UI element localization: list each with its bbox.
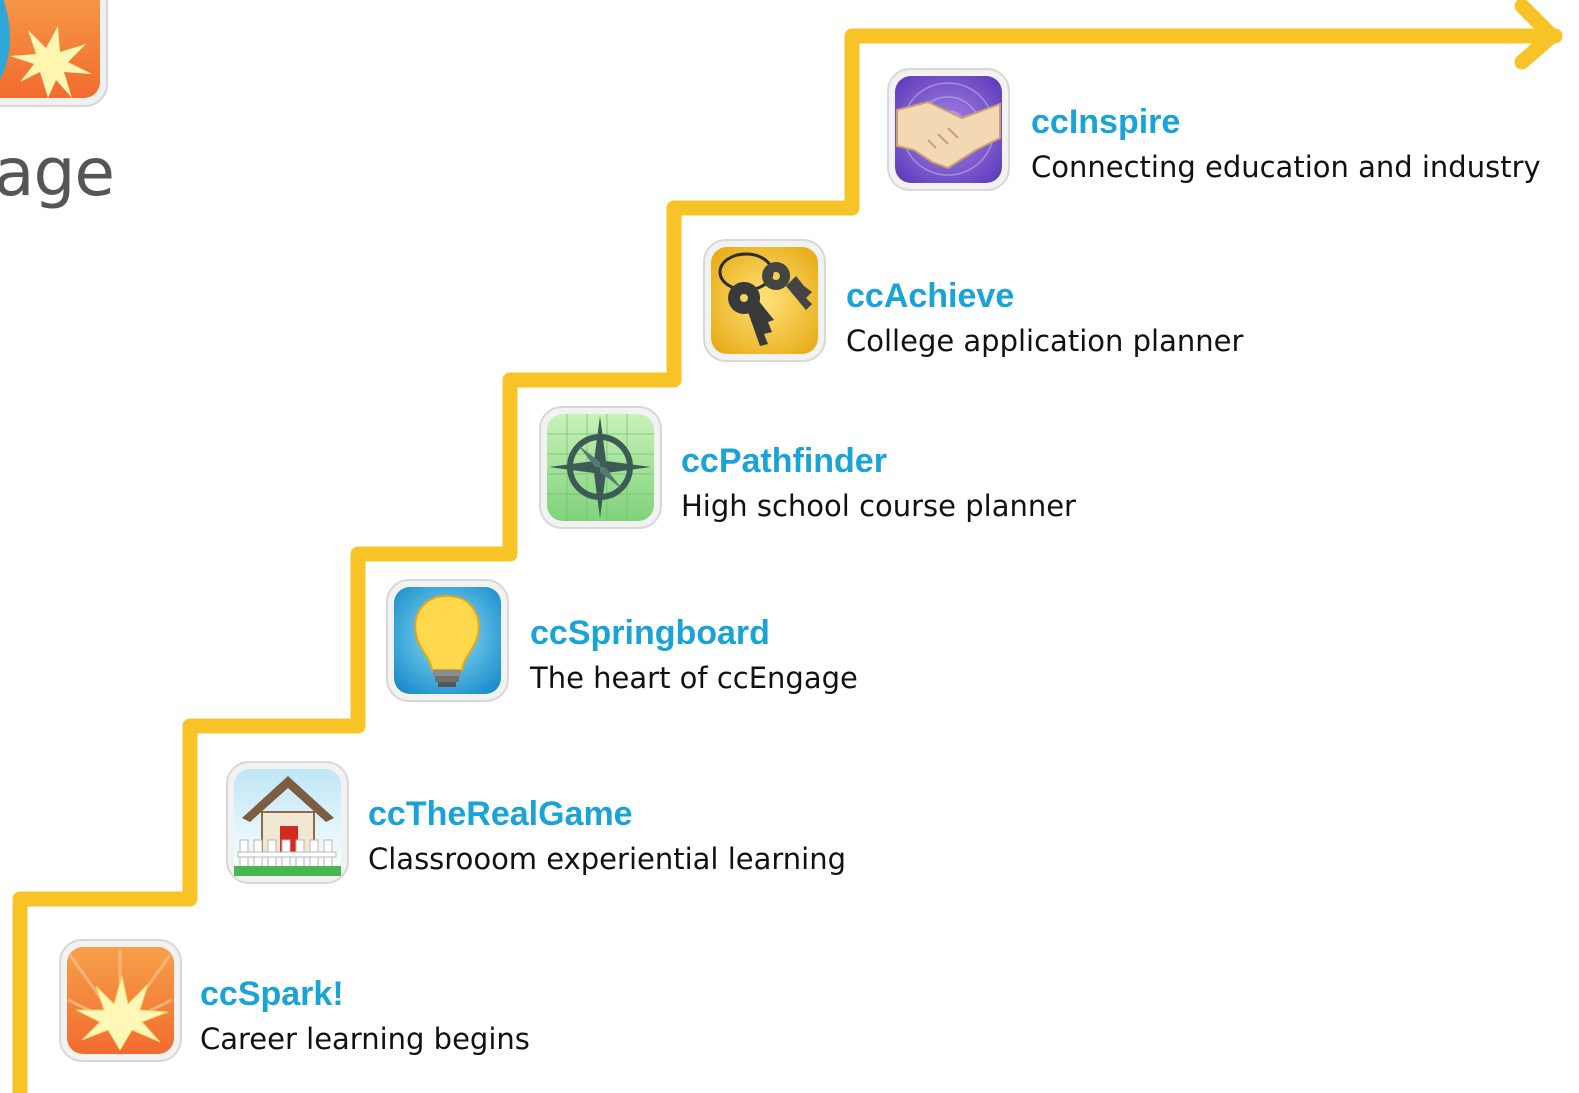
compass-icon xyxy=(539,406,662,529)
app-desc-ccthe-real-game: Classrooom experiential learning xyxy=(368,842,847,876)
app-name-ccspark: ccSpark! xyxy=(200,975,344,1013)
handshake-icon xyxy=(887,68,1010,191)
page-title-fragment: age xyxy=(0,134,115,211)
app-name-ccthe-real-game: ccTheRealGame xyxy=(368,795,633,833)
lightbulb-icon xyxy=(386,579,509,702)
house-icon xyxy=(226,761,349,884)
keys-icon xyxy=(703,239,826,362)
app-desc-ccpathfinder: High school course planner xyxy=(681,489,1076,523)
app-name-ccinspire: ccInspire xyxy=(1031,103,1181,141)
app-name-ccpathfinder: ccPathfinder xyxy=(681,442,887,480)
app-desc-ccspark: Career learning begins xyxy=(200,1022,530,1056)
arrow-head-icon xyxy=(1514,0,1560,70)
app-desc-ccachieve: College application planner xyxy=(846,324,1244,358)
spark-icon xyxy=(59,939,182,1062)
app-name-ccachieve: ccAchieve xyxy=(846,277,1015,315)
app-name-ccspringboard: ccSpringboard xyxy=(530,614,770,652)
app-desc-ccinspire: Connecting education and industry xyxy=(1031,150,1541,184)
spark-icon-partial xyxy=(0,0,108,107)
app-desc-ccspringboard: The heart of ccEngage xyxy=(530,661,858,695)
